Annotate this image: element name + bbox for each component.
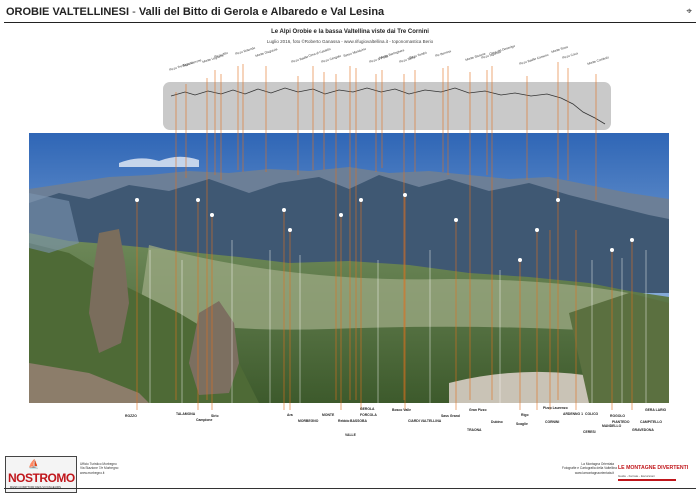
place-label: GRAVEDONA <box>632 428 654 432</box>
montagne-divertenti-logo[interactable]: LE MONTAGNE DIVERTENTI Guide - Ferrate -… <box>618 461 688 481</box>
place-label: Ara <box>287 413 293 417</box>
credit-left-line: www.morbegno.it <box>80 470 105 475</box>
credit-mid: La Montagna Orientata Fotografie e Carto… <box>562 462 617 475</box>
credit-left-line: Via Stazione 7/e Morbegno <box>80 466 119 471</box>
place-label: ROGOLO <box>610 414 626 418</box>
place-label: Scaglie <box>516 422 528 426</box>
peak-label: Pizzo Badile <box>290 54 309 64</box>
credit-mid-line: La Montagna Orientata <box>581 462 614 466</box>
panorama-title: Le Alpi Orobie e la bassa Valtellina vis… <box>271 29 429 35</box>
place-label: Bosco Valle <box>392 408 412 412</box>
logo-text: NOSTROMO <box>8 471 75 485</box>
place-label: Rigo <box>521 413 529 417</box>
peak-label: Monte Rosa <box>550 44 569 54</box>
title-main: OROBIE VALTELLINESI <box>6 6 130 18</box>
place-label: CERESI <box>583 430 596 434</box>
place-label: MANDELLO <box>602 424 622 428</box>
credit-left-line: Ufficio Turistico Morbegno <box>80 462 117 466</box>
place-label: Rebbio <box>338 419 350 423</box>
logo-subtitle: RIZZI COMPTOIR DES VOYAGEURS <box>10 485 62 489</box>
place-label: CORNINI <box>545 420 560 424</box>
place-label: ARDENNO 1 <box>563 412 583 416</box>
place-label: GERA LARIO <box>645 408 667 412</box>
credit-mid-line: Fotografie e Cartografia della Valtellin… <box>562 466 617 471</box>
nostromo-logo[interactable]: ⛵ NOSTROMO RIZZI COMPTOIR DES VOYAGEURS <box>5 456 77 493</box>
right-logo-subtitle: Guide - Ferrate - Escursioni <box>618 474 655 478</box>
peak-label: Monte Combolo <box>586 55 610 66</box>
place-label: Sass Grand <box>441 414 460 418</box>
peak-label: Pizzo Varrone <box>181 58 202 68</box>
peak-label: Pizzo Badile Camuno <box>518 52 549 66</box>
place-label: FORCOLA <box>360 413 377 417</box>
place-label: TRAONA <box>467 428 482 432</box>
panorama-photo <box>29 133 669 403</box>
peak-label: Pizzo Cengalo <box>320 53 342 64</box>
poster-title: OROBIE VALTELLINESI - Valli del Bitto di… <box>6 6 384 18</box>
corner-ornament-icon: ⌖ <box>686 6 692 17</box>
ridge-profile-box <box>163 82 611 130</box>
place-label: MORBEGNO <box>298 419 319 423</box>
place-label: CIARDI VALTELLINA <box>408 419 442 423</box>
place-label: PIANTEDO <box>612 420 630 424</box>
place-label: CAMPITELLO <box>640 420 663 424</box>
place-label: Dubino <box>491 420 503 424</box>
poster-header: OROBIE VALTELLINESI - Valli del Bitto di… <box>4 4 696 23</box>
place-label: ROZZO <box>125 414 137 418</box>
place-label: Gran Pizzo <box>469 408 487 412</box>
place-label: COLICO <box>585 412 599 416</box>
peak-label: Cima di Castello <box>307 47 332 58</box>
peak-label: Pizzo Coca <box>561 51 579 60</box>
right-logo-text: LE MONTAGNE DIVERTENTI <box>618 465 689 471</box>
peak-label: Pizzo Rotondo <box>234 45 256 56</box>
place-label: VALLE <box>345 433 356 437</box>
title-rest: Valli del Bitto di Gerola e Albaredo e V… <box>138 6 385 18</box>
peak-label: Cima del Desenigo <box>488 43 516 56</box>
ship-icon: ⛵ <box>28 459 40 469</box>
peak-label: Piz Bernina <box>434 49 452 58</box>
place-label: BASSOBA <box>350 419 367 423</box>
place-label: GEROLA <box>360 407 375 411</box>
ridge-profile-line <box>170 87 606 125</box>
place-label: Sirio <box>211 414 219 418</box>
place-label: TALAMONA <box>176 412 196 416</box>
bottom-divider <box>4 488 696 489</box>
credit-mid-line: www.lamontagnaorientata.it <box>574 470 614 475</box>
peak-label: Pizzo Tambò <box>408 50 428 60</box>
title-separator: - <box>129 6 139 18</box>
peak-label: Monte Disgrazia <box>254 47 278 58</box>
place-label: MONTE <box>322 413 335 417</box>
peak-label: Sasso Manduino <box>342 46 367 58</box>
place-label: Pizzo Laurenzo <box>543 406 568 410</box>
place-label: Campione <box>196 418 213 422</box>
credit-left: Ufficio Turistico Morbegno Via Stazione … <box>80 462 118 475</box>
panorama-subtitle: Luglio 2016, foto ©Roberto Ganassa - www… <box>266 39 434 44</box>
